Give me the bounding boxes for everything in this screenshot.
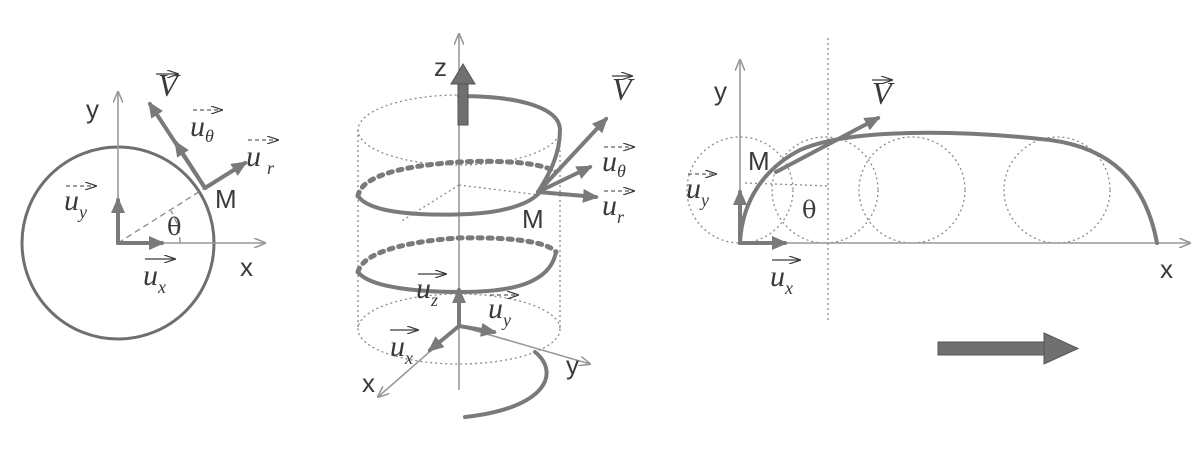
helix-front-top [457, 94, 563, 194]
cycloid-curve [738, 130, 1159, 245]
u-x-vector [427, 324, 461, 352]
u-y-vector [457, 322, 497, 337]
rolling-circle-3 [858, 136, 966, 244]
y-axis-label: y [86, 94, 99, 124]
velocity-vector [536, 116, 609, 194]
u-r-label: ur [602, 189, 625, 227]
helix-back-1 [355, 158, 559, 199]
angle-theta-label: θ [167, 213, 181, 241]
u-x-label: ux [770, 260, 793, 298]
translation-arrow-head [1043, 332, 1080, 365]
radius-line [117, 187, 206, 244]
v-label: V [872, 75, 895, 111]
z-axis-label: z [434, 52, 447, 82]
u-y-label: uy [488, 292, 511, 330]
angle-theta-label: θ [802, 196, 816, 224]
helix-front-mid [356, 190, 542, 217]
point-m-label: M [522, 204, 544, 234]
y-axis-label: y [714, 76, 727, 106]
x-axis-label: x [362, 368, 375, 398]
cycloid-panel: y x M θ V uy ux [686, 38, 1190, 365]
helix-panel: z y x M V uθ ur uz uy ux [355, 34, 635, 419]
angle-arc [170, 210, 181, 244]
u-y-label: uy [686, 172, 709, 210]
helix-front-lower [356, 250, 558, 295]
u-theta-vector [536, 165, 593, 194]
radius-guide [458, 184, 541, 196]
velocity-vector [774, 116, 881, 174]
rolling-circle-2 [771, 136, 879, 244]
u-theta-vector [174, 140, 207, 190]
z-direction-head [450, 63, 476, 85]
u-r-vector [536, 188, 599, 203]
rolling-circle-1 [686, 136, 794, 244]
x-axis-label: x [1160, 254, 1173, 284]
v-label: V [612, 71, 635, 107]
v-label: V [158, 67, 181, 103]
u-z-label: uz [416, 272, 438, 310]
translation-arrow-shaft [937, 341, 1046, 356]
u-x-label: ux [390, 330, 413, 368]
u-theta-label: uθ [602, 145, 626, 181]
helix-tail [463, 350, 549, 419]
u-r-vector [203, 161, 248, 190]
cylinder-bottom [357, 293, 561, 365]
point-m-label: M [215, 184, 237, 214]
rolling-circle-4 [1003, 136, 1111, 244]
u-x-label: ux [143, 259, 166, 297]
y-axis-label: y [566, 350, 579, 380]
helix-back-2 [355, 235, 559, 275]
u-theta-label: uθ [190, 110, 214, 146]
u-y-label: uy [64, 184, 87, 222]
x-axis-label: x [240, 252, 253, 282]
angle-guide [744, 182, 831, 187]
radius-guide-2 [399, 184, 460, 223]
z-direction-shaft [457, 81, 469, 126]
point-m-label: M [748, 146, 770, 176]
